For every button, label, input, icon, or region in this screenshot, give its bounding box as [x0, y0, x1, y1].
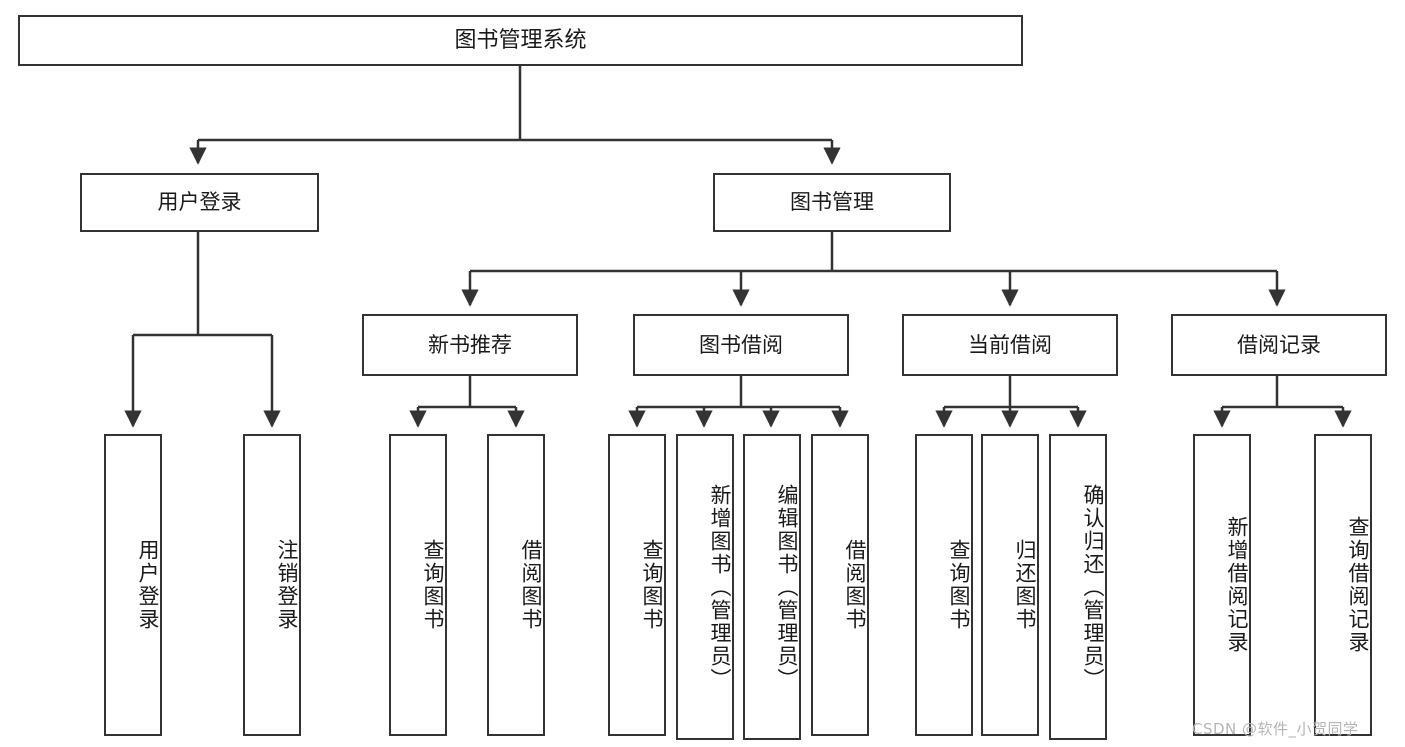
- leaf-user-login[interactable]: 用户登录: [104, 434, 162, 736]
- node-label: 借阅记录: [1237, 332, 1321, 357]
- leaf-record-add-record[interactable]: 新增借阅记录: [1193, 434, 1251, 736]
- leaf-borrow-edit-book-admin[interactable]: 编辑图书（管理员）: [743, 434, 801, 740]
- node-borrow-record[interactable]: 借阅记录: [1171, 314, 1387, 376]
- leaf-user-logout[interactable]: 注销登录: [243, 434, 301, 736]
- node-label: 新增借阅记录: [1225, 516, 1249, 654]
- node-new-book-recommend[interactable]: 新书推荐: [362, 314, 578, 376]
- leaf-recommend-query-book[interactable]: 查询图书: [389, 434, 447, 736]
- leaf-borrow-borrow-book[interactable]: 借阅图书: [811, 434, 869, 736]
- leaf-current-query-book[interactable]: 查询图书: [915, 434, 973, 736]
- node-book-management[interactable]: 图书管理: [713, 173, 951, 232]
- node-label: 查询图书: [640, 539, 664, 631]
- leaf-borrow-add-book-admin[interactable]: 新增图书（管理员）: [676, 434, 734, 740]
- node-label: 确认归还（管理员）: [1081, 483, 1105, 691]
- node-label: 借阅图书: [843, 539, 867, 631]
- node-label: 新增图书（管理员）: [708, 483, 732, 691]
- node-label: 查询图书: [421, 539, 445, 631]
- watermark: CSDN @软件_小贺同学: [1192, 720, 1359, 738]
- node-book-borrow[interactable]: 图书借阅: [633, 314, 849, 376]
- node-label: 新书推荐: [428, 332, 512, 357]
- node-label: 图书借阅: [699, 332, 783, 357]
- node-label: 图书管理: [790, 190, 874, 215]
- node-label: 借阅图书: [519, 539, 543, 631]
- node-label: 查询图书: [947, 539, 971, 631]
- leaf-current-confirm-return-admin[interactable]: 确认归还（管理员）: [1049, 434, 1107, 740]
- node-label: 查询借阅记录: [1346, 516, 1370, 654]
- leaf-record-query-record[interactable]: 查询借阅记录: [1314, 434, 1372, 736]
- node-root-system[interactable]: 图书管理系统: [18, 15, 1023, 66]
- node-user-login[interactable]: 用户登录: [80, 173, 319, 232]
- leaf-current-return-book[interactable]: 归还图书: [981, 434, 1039, 736]
- leaf-borrow-query-book[interactable]: 查询图书: [608, 434, 666, 736]
- node-label: 用户登录: [136, 539, 160, 631]
- node-label: 当前借阅: [968, 332, 1052, 357]
- node-label: 图书管理系统: [454, 27, 587, 53]
- node-current-borrow[interactable]: 当前借阅: [902, 314, 1118, 376]
- leaf-recommend-borrow-book[interactable]: 借阅图书: [487, 434, 545, 736]
- node-label: 编辑图书（管理员）: [775, 483, 799, 691]
- node-label: 注销登录: [275, 539, 299, 631]
- node-label: 用户登录: [157, 190, 242, 215]
- node-label: 归还图书: [1013, 539, 1037, 631]
